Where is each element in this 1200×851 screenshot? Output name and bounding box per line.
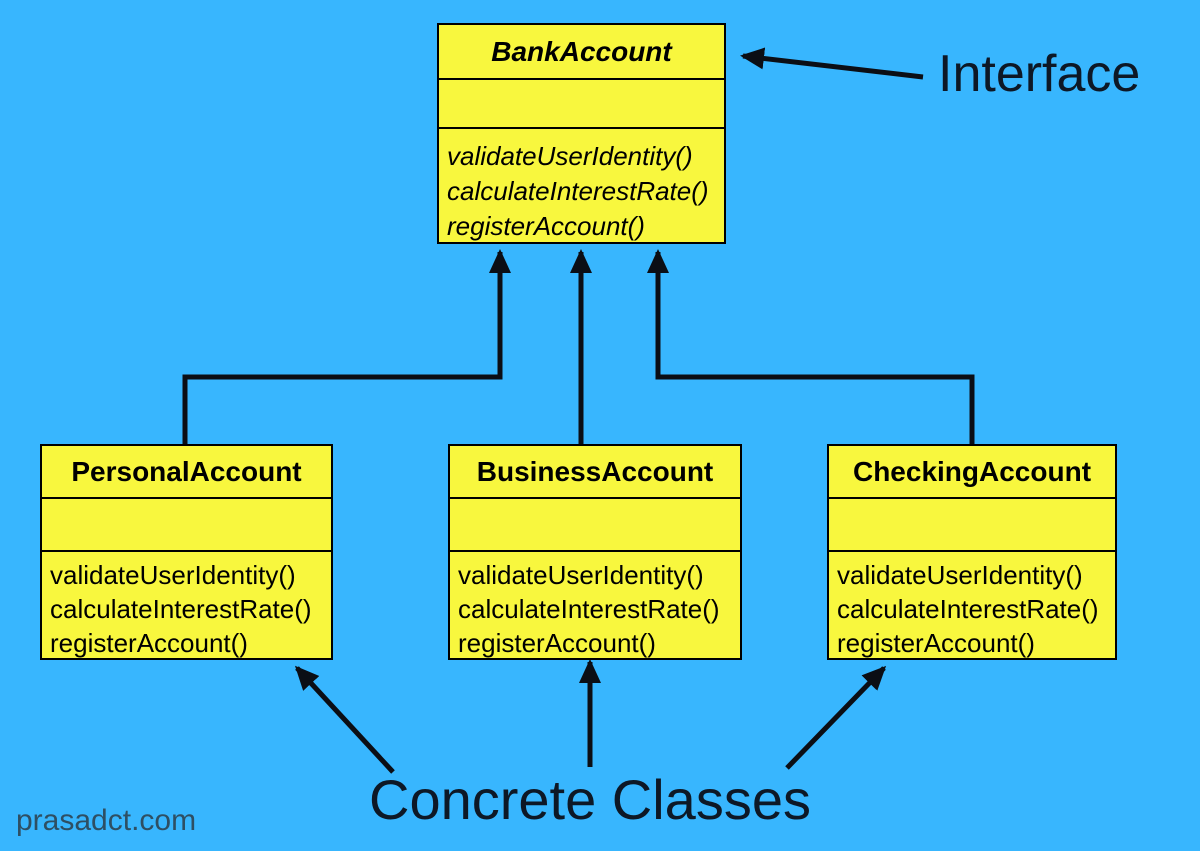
method-registeraccount: registerAccount() (458, 628, 656, 658)
attributes-section-empty (439, 80, 724, 129)
concrete-annotation-arrow-left (294, 665, 395, 774)
attributes-section-empty (42, 499, 331, 552)
uml-class-personalaccount: PersonalAccount validateUserIdentity() c… (40, 444, 333, 660)
method-registeraccount: registerAccount() (50, 628, 248, 658)
methods-section: validateUserIdentity() calculateInterest… (450, 552, 740, 660)
methods-section: validateUserIdentity() calculateInterest… (439, 129, 724, 244)
class-title-bankaccount: BankAccount (439, 25, 724, 80)
watermark-text: prasadct.com (16, 804, 197, 837)
methods-section: validateUserIdentity() calculateInterest… (42, 552, 331, 660)
class-title-businessaccount: BusinessAccount (450, 446, 740, 499)
interface-annotation-label: Interface (938, 45, 1141, 103)
concrete-classes-annotation-label: Concrete Classes (369, 768, 811, 831)
methods-section: validateUserIdentity() calculateInterest… (829, 552, 1115, 660)
method-validateuseridentity: validateUserIdentity() (447, 141, 693, 171)
method-registeraccount: registerAccount() (837, 628, 1035, 658)
inheritance-arrow-checking-to-bank (647, 249, 975, 444)
interface-annotation-arrow (740, 47, 924, 80)
method-calculateinterestrate: calculateInterestRate() (458, 594, 720, 624)
method-validateuseridentity: validateUserIdentity() (837, 560, 1083, 590)
method-validateuseridentity: validateUserIdentity() (50, 560, 296, 590)
method-calculateinterestrate: calculateInterestRate() (837, 594, 1099, 624)
attributes-section-empty (829, 499, 1115, 552)
concrete-annotation-arrow-right (785, 665, 887, 770)
uml-class-bankaccount: BankAccount validateUserIdentity() calcu… (437, 23, 726, 244)
attributes-section-empty (450, 499, 740, 552)
uml-class-checkingaccount: CheckingAccount validateUserIdentity() c… (827, 444, 1117, 660)
uml-class-businessaccount: BusinessAccount validateUserIdentity() c… (448, 444, 742, 660)
inheritance-arrow-personal-to-bank (182, 249, 511, 444)
method-registeraccount: registerAccount() (447, 211, 645, 241)
class-title-personalaccount: PersonalAccount (42, 446, 331, 499)
method-calculateinterestrate: calculateInterestRate() (447, 176, 709, 206)
method-calculateinterestrate: calculateInterestRate() (50, 594, 312, 624)
class-title-checkingaccount: CheckingAccount (829, 446, 1115, 499)
method-validateuseridentity: validateUserIdentity() (458, 560, 704, 590)
